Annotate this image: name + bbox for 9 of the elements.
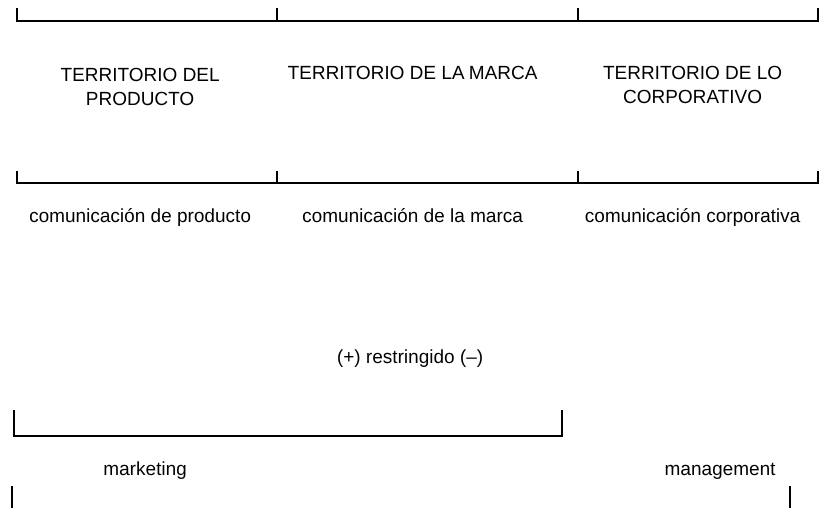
column-heading: TERRITORIO DEL PRODUCTO (59, 64, 221, 112)
column-caption: comunicación de producto (28, 205, 252, 229)
column-heading: TERRITORIO DE LO CORPORATIVO (602, 62, 784, 110)
column-heading: TERRITORIO DE LA MARCA (286, 62, 538, 86)
column-caption: comunicación de la marca (301, 205, 524, 229)
bracket-label: marketing (102, 458, 188, 482)
bracket-label: management (664, 458, 776, 482)
column-caption: comunicación corporativa (584, 205, 802, 229)
scale-label: (+) restringido (–) (336, 346, 484, 370)
